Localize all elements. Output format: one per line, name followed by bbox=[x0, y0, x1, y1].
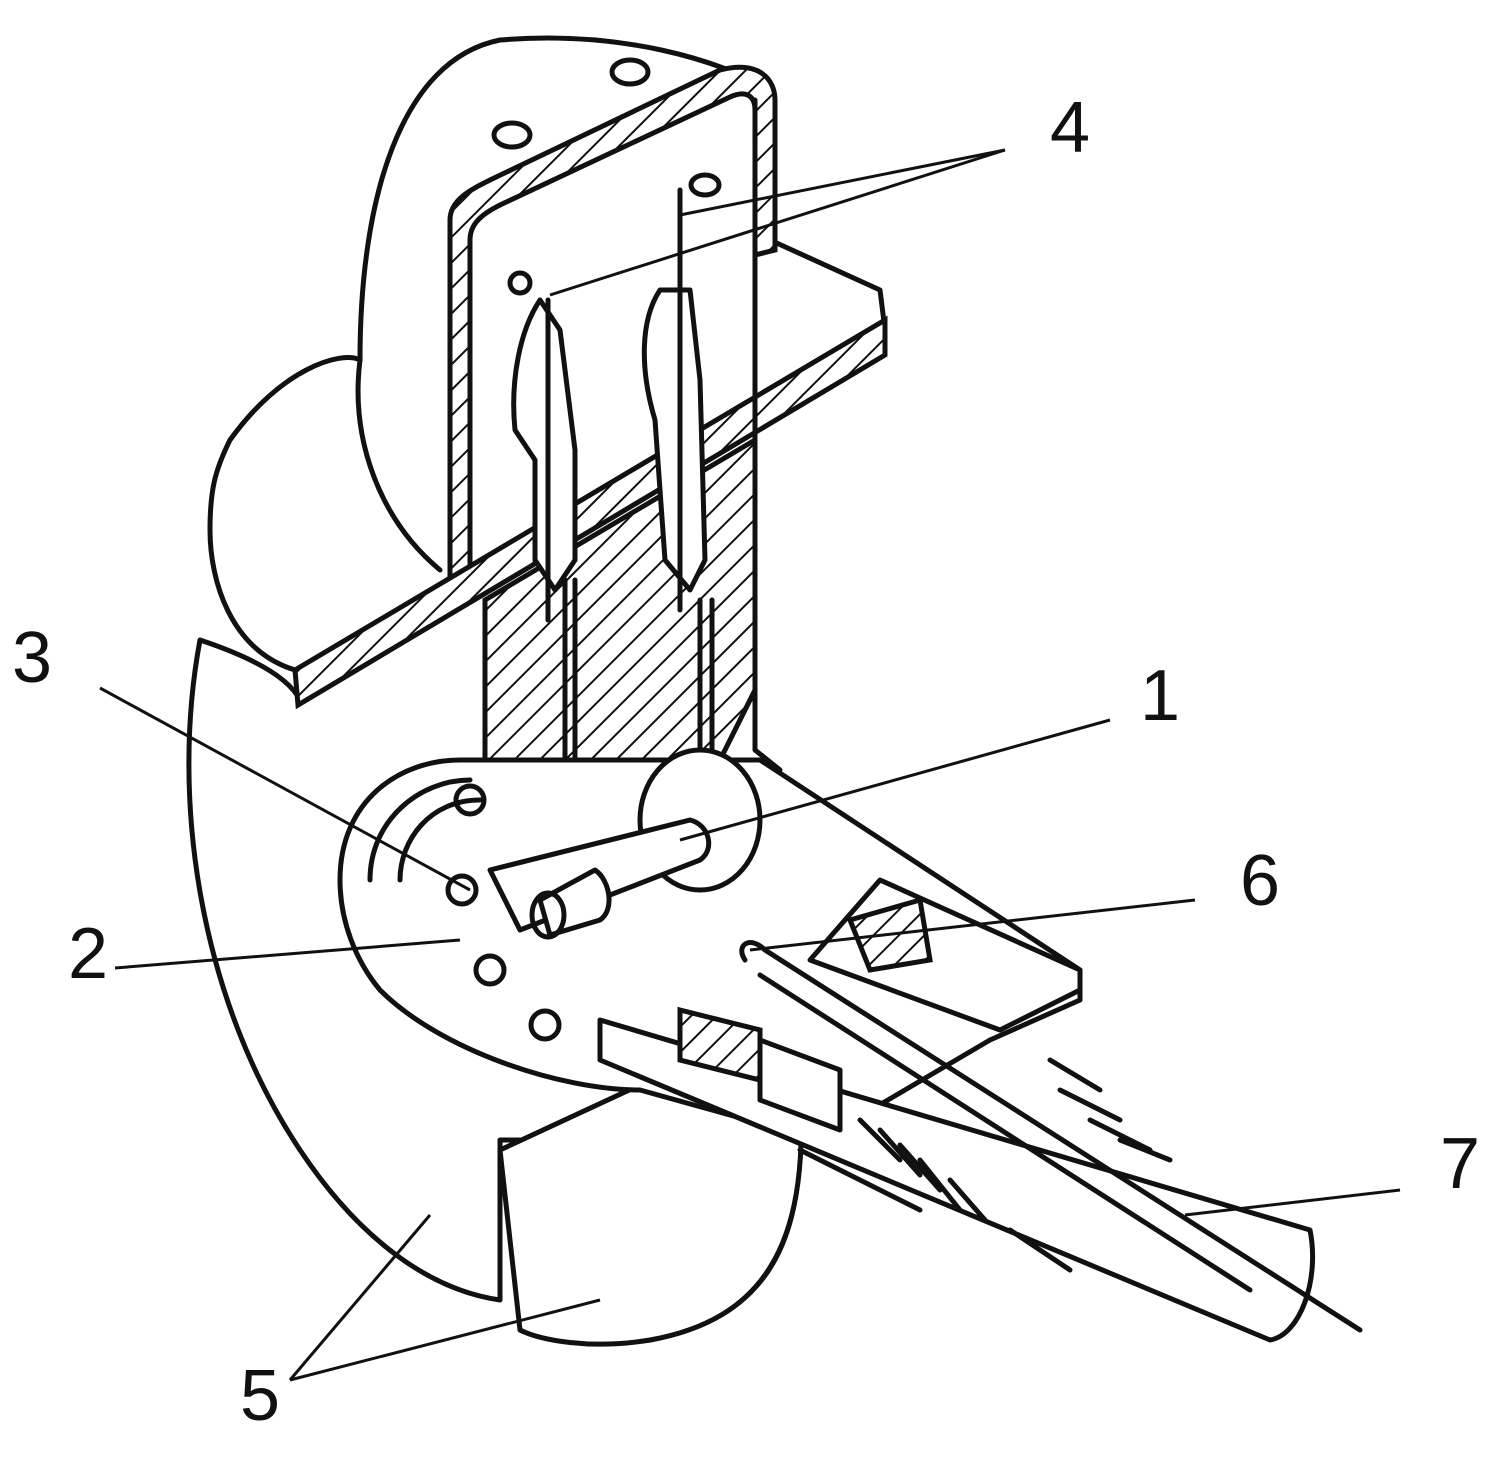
label-3: 3 bbox=[12, 618, 53, 698]
threaded-section bbox=[857, 1057, 1173, 1273]
label-7: 7 bbox=[1440, 1124, 1481, 1204]
reed-switch-left bbox=[507, 270, 578, 873]
label-5: 5 bbox=[240, 1356, 281, 1436]
inner-cavity-wall bbox=[337, 757, 1083, 1143]
split-housing-half bbox=[497, 1082, 804, 1347]
leader-lines bbox=[99, 148, 1401, 1382]
sensing-probe bbox=[739, 940, 1363, 1333]
cylindrical-magnet bbox=[537, 867, 612, 938]
label-2: 2 bbox=[68, 914, 109, 994]
cap-wall-section bbox=[447, 64, 778, 585]
reed-switch-right bbox=[641, 172, 722, 763]
label-4: 4 bbox=[1050, 88, 1091, 168]
label-1: 1 bbox=[1140, 656, 1181, 736]
label-6: 6 bbox=[1240, 841, 1281, 921]
terminal-pins bbox=[445, 783, 562, 1042]
